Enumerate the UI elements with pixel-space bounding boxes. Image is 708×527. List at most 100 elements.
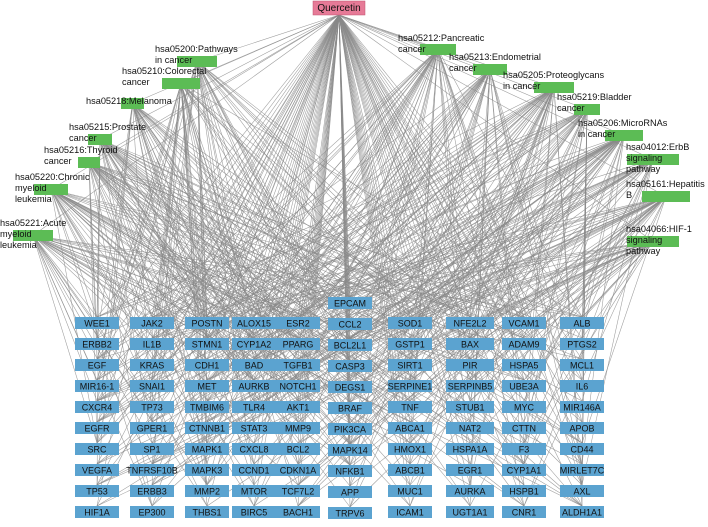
gene-node-ccnd1[interactable]: CCND1 [232,464,276,476]
gene-node-pik3ca[interactable]: PIK3CA [328,423,372,435]
gene-node-ptgs2[interactable]: PTGS2 [560,338,604,350]
gene-node-ube3a[interactable]: UBE3A [502,380,546,392]
gene-node-cttn[interactable]: CTTN [502,422,546,434]
gene-node-tp53[interactable]: TP53 [75,485,119,497]
gene-node-tp73[interactable]: TP73 [130,401,174,413]
gene-node-stmn1[interactable]: STMN1 [185,338,229,350]
gene-node-nat2[interactable]: NAT2 [446,422,494,434]
gene-node-mapk3[interactable]: MAPK3 [185,464,229,476]
pathway-node-2[interactable]: hsa05218:Melanoma [86,96,173,109]
gene-node-f3[interactable]: F3 [502,443,546,455]
gene-node-aurka[interactable]: AURKA [446,485,494,497]
gene-node-tmbim6[interactable]: TMBIM6 [185,401,229,413]
gene-node-gstp1[interactable]: GSTP1 [388,338,432,350]
gene-node-axl[interactable]: AXL [560,485,604,497]
gene-node-alox15[interactable]: ALOX15 [232,317,276,329]
gene-node-abcb1[interactable]: ABCB1 [388,464,432,476]
gene-node-muc1[interactable]: MUC1 [388,485,432,497]
gene-node-nfe2l2[interactable]: NFE2L2 [446,317,494,329]
gene-node-pparg[interactable]: PPARG [276,338,320,350]
gene-node-cd44[interactable]: CD44 [560,443,604,455]
gene-node-sp1[interactable]: SP1 [130,443,174,455]
gene-node-egfr[interactable]: EGFR [75,422,119,434]
gene-node-ugt1a1[interactable]: UGT1A1 [446,506,494,518]
gene-node-sirt1[interactable]: SIRT1 [388,359,432,371]
gene-node-thbs1[interactable]: THBS1 [185,506,229,518]
gene-node-app[interactable]: APP [328,486,372,498]
gene-node-ctnnb1[interactable]: CTNNB1 [185,422,229,434]
gene-node-vegfa[interactable]: VEGFA [75,464,119,476]
gene-node-degs1[interactable]: DEGS1 [328,381,372,393]
gene-node-notch1[interactable]: NOTCH1 [276,380,320,392]
gene-node-cxcl8[interactable]: CXCL8 [232,443,276,455]
center-node-quercetin[interactable]: Quercetin [312,0,366,16]
gene-node-il6[interactable]: IL6 [560,380,604,392]
gene-node-ccl2[interactable]: CCL2 [328,318,372,330]
gene-node-tlr4[interactable]: TLR4 [232,401,276,413]
gene-node-icam1[interactable]: ICAM1 [388,506,432,518]
gene-node-tgfb1[interactable]: TGFB1 [276,359,320,371]
gene-node-serpine1[interactable]: SERPINE1 [388,380,433,392]
gene-node-ep300[interactable]: EP300 [130,506,174,518]
gene-node-tnfrsf10b[interactable]: TNFRSF10B [126,464,178,476]
gene-node-tnf[interactable]: TNF [388,401,432,413]
gene-node-cyp1a2[interactable]: CYP1A2 [232,338,276,350]
gene-node-bax[interactable]: BAX [446,338,494,350]
gene-node-snai1[interactable]: SNAI1 [130,380,174,392]
gene-node-esr2[interactable]: ESR2 [276,317,320,329]
gene-node-abca1[interactable]: ABCA1 [388,422,432,434]
gene-node-wee1[interactable]: WEE1 [75,317,119,329]
gene-node-jak2[interactable]: JAK2 [130,317,174,329]
gene-node-egf[interactable]: EGF [75,359,119,371]
gene-node-nfkb1[interactable]: NFKB1 [328,465,372,477]
gene-node-mir16-1[interactable]: MIR16-1 [75,380,119,392]
gene-node-mmp2[interactable]: MMP2 [185,485,229,497]
gene-node-mirlet7c[interactable]: MIRLET7C [560,464,605,476]
gene-node-met[interactable]: MET [185,380,229,392]
gene-node-cnr1[interactable]: CNR1 [502,506,546,518]
gene-node-braf[interactable]: BRAF [328,402,372,414]
gene-node-mir146a[interactable]: MIR146A [560,401,604,413]
gene-node-hspb1[interactable]: HSPB1 [502,485,546,497]
gene-node-adam9[interactable]: ADAM9 [502,338,546,350]
gene-node-cyp1a1[interactable]: CYP1A1 [502,464,546,476]
gene-node-mcl1[interactable]: MCL1 [560,359,604,371]
gene-node-epcam[interactable]: EPCAM [328,297,372,309]
gene-node-erbb3[interactable]: ERBB3 [130,485,174,497]
gene-node-trpv6[interactable]: TRPV6 [328,507,372,519]
gene-node-apob[interactable]: APOB [560,422,604,434]
gene-node-casp3[interactable]: CASP3 [328,360,372,372]
gene-node-mtor[interactable]: MTOR [232,485,276,497]
gene-node-mapk1[interactable]: MAPK1 [185,443,229,455]
gene-node-alb[interactable]: ALB [560,317,604,329]
gene-node-hif1a[interactable]: HIF1A [75,506,119,518]
gene-node-kras[interactable]: KRAS [130,359,174,371]
gene-node-il1b[interactable]: IL1B [130,338,174,350]
gene-node-cdkn1a[interactable]: CDKN1A [276,464,320,476]
gene-node-postn[interactable]: POSTN [185,317,229,329]
gene-node-aurkb[interactable]: AURKB [232,380,276,392]
gene-node-bcl2l1[interactable]: BCL2L1 [328,339,372,351]
gene-node-hmox1[interactable]: HMOX1 [388,443,432,455]
gene-node-bcl2[interactable]: BCL2 [276,443,320,455]
gene-node-serpinb5[interactable]: SERPINB5 [446,380,494,392]
gene-node-src[interactable]: SRC [75,443,119,455]
gene-node-stat3[interactable]: STAT3 [232,422,276,434]
gene-node-myc[interactable]: MYC [502,401,546,413]
gene-node-cdh1[interactable]: CDH1 [185,359,229,371]
gene-node-egr1[interactable]: EGR1 [446,464,494,476]
gene-node-birc5[interactable]: BIRC5 [232,506,276,518]
gene-node-aldh1a1[interactable]: ALDH1A1 [560,506,604,518]
